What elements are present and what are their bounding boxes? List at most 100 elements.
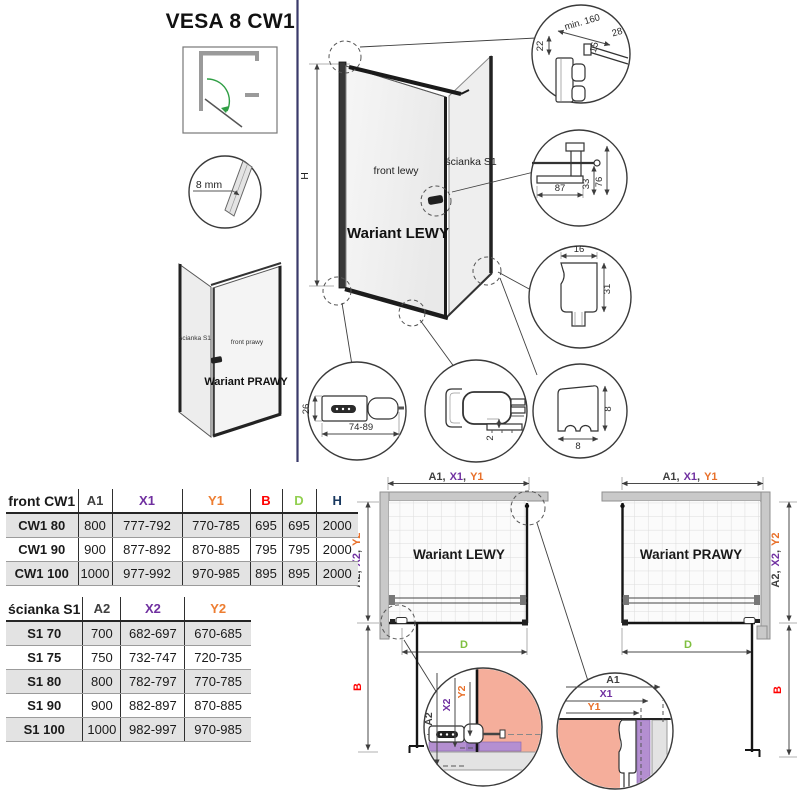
dim-value: 770-785	[181, 513, 250, 538]
dim-value: 682-697	[120, 621, 185, 646]
column-header: Y1	[181, 489, 250, 514]
dim-22: 22	[535, 41, 546, 52]
dim-value: 2000	[315, 561, 358, 586]
lewy-front-label: front lewy	[374, 165, 420, 177]
column-header: A1	[77, 489, 112, 514]
height-dim-label: H	[299, 172, 311, 180]
variant-lewy-isometric: H front lewy ścianka S1 Wariant LEWY	[299, 40, 502, 327]
column-header: X1	[111, 489, 182, 514]
plan-lewy: A1,X1,Y1 A2,X2,Y2 B D	[351, 471, 549, 753]
lewy-name-label: Wariant LEWY	[347, 225, 449, 242]
dim-y1: Y1	[588, 701, 601, 713]
column-header: D	[281, 489, 316, 514]
prawy-front-dims-label: A1,X1,Y1	[662, 471, 717, 483]
dim-value: 870-885	[184, 693, 251, 718]
front-dimensions-table: front CW1 A1 X1 Y1 B D H CW1 80 800 777-…	[6, 489, 358, 586]
detail-a1-corner-plan: A1 X1 Y1	[556, 672, 674, 790]
detail-wall-profile: 16 31	[528, 244, 632, 349]
column-header: X2	[120, 597, 185, 622]
table-title: ścianka S1	[6, 597, 83, 622]
table-header-row: ścianka S1 A2 X2 Y2	[6, 597, 251, 622]
dim-value: 770-785	[184, 669, 251, 694]
table-row: S1 90 900 882-897 870-885	[6, 693, 251, 718]
dim-value: 800	[82, 669, 121, 694]
dim-value: 720-735	[184, 645, 251, 670]
page-title: VESA 8 CW1	[165, 10, 295, 33]
dim-value: 895	[249, 561, 282, 586]
dim-value: 782-797	[120, 669, 185, 694]
row-label: S1 70	[6, 621, 83, 646]
detail-handle-plan: 26 74-89	[301, 361, 407, 461]
dim-value: 870-885	[181, 537, 250, 562]
prawy-wall-dims-label: A2,X2,Y2	[770, 532, 782, 587]
dim-value: 895	[281, 561, 316, 586]
dim-value: 700	[82, 621, 121, 646]
dim-74-89: 74-89	[349, 422, 373, 433]
table-header-row: front CW1 A1 X1 Y1 B D H	[6, 489, 358, 514]
dim-value: 695	[281, 513, 316, 538]
dim-value: 732-747	[120, 645, 185, 670]
dim-value: 795	[249, 537, 282, 562]
column-header: H	[315, 489, 358, 514]
door-handle-icon	[210, 356, 223, 364]
dim-value: 900	[77, 537, 112, 562]
table-title: front CW1	[6, 489, 78, 514]
prawy-b-dim-label: B	[772, 686, 784, 694]
dim-33: 33	[581, 179, 592, 190]
column-header: B	[249, 489, 282, 514]
door-handle-icon	[427, 195, 444, 205]
dim-value: 777-792	[111, 513, 182, 538]
column-header: A2	[82, 597, 121, 622]
row-label: S1 80	[6, 669, 83, 694]
table-row: S1 70 700 682-697 670-685	[6, 621, 251, 646]
dim-seal-h: 8	[603, 406, 614, 411]
row-label: CW1 90	[6, 537, 78, 562]
table-row: S1 100 1000 982-997 970-985	[6, 717, 251, 742]
detail-hinge-plan: 2	[424, 359, 528, 463]
dim-x2: X2	[441, 698, 453, 711]
leader-lines	[341, 37, 590, 694]
table-row: CW1 80 800 777-792 770-785 695 695 2000	[6, 513, 358, 538]
dim-value: 970-985	[184, 717, 251, 742]
lewy-b-dim-label: B	[352, 683, 364, 691]
dim-31: 31	[602, 284, 613, 295]
dim-x1: X1	[600, 688, 613, 700]
dim-value: 877-892	[111, 537, 182, 562]
table-row: CW1 100 1000 977-992 970-985 895 895 200…	[6, 561, 358, 586]
dim-76: 76	[594, 177, 605, 188]
dim-value: 695	[249, 513, 282, 538]
lewy-front-dims-label: A1,X1,Y1	[428, 471, 483, 483]
column-header: Y2	[184, 597, 251, 622]
dim-value: 970-985	[181, 561, 250, 586]
dim-16: 16	[574, 244, 585, 255]
wall-dimensions-table: ścianka S1 A2 X2 Y2 S1 70 700 682-697 67…	[6, 597, 251, 742]
door-swing-schematic	[182, 46, 278, 134]
dim-value: 900	[82, 693, 121, 718]
dim-28: 28	[611, 26, 624, 39]
table-row: S1 75 750 732-747 720-735	[6, 645, 251, 670]
plan-prawy-name: Wariant PRAWY	[640, 547, 742, 562]
detail-wall-bracket: 87 33 76	[530, 129, 628, 227]
glass-thickness-detail: 8 mm	[188, 155, 262, 229]
dim-value: 1000	[82, 717, 121, 742]
row-label: S1 100	[6, 717, 83, 742]
table-row: CW1 90 900 877-892 870-885 795 795 2000	[6, 537, 358, 562]
detail-seal-profile: 8 8	[532, 363, 628, 459]
dim-value: 1000	[77, 561, 112, 586]
row-label: CW1 80	[6, 513, 78, 538]
prawy-name-label: Wariant PRAWY	[204, 376, 288, 388]
table-row: S1 80 800 782-797 770-785	[6, 669, 251, 694]
dim-26: 26	[301, 404, 312, 415]
prawy-d-dim-label: D	[684, 639, 692, 651]
dim-15: 15	[588, 41, 601, 54]
prawy-wall-label: ścianka S1	[179, 335, 211, 342]
plan-prawy: A1,X1,Y1 A2,X2,Y2 B D	[601, 471, 797, 758]
dim-y2: Y2	[456, 685, 468, 698]
prawy-front-label: front prawy	[231, 339, 264, 346]
dim-value: 882-897	[120, 693, 185, 718]
glass-thickness-label: 8 mm	[196, 179, 223, 191]
row-label: CW1 100	[6, 561, 78, 586]
detail-a2-corner-plan: A2 X2 Y2	[423, 667, 543, 787]
